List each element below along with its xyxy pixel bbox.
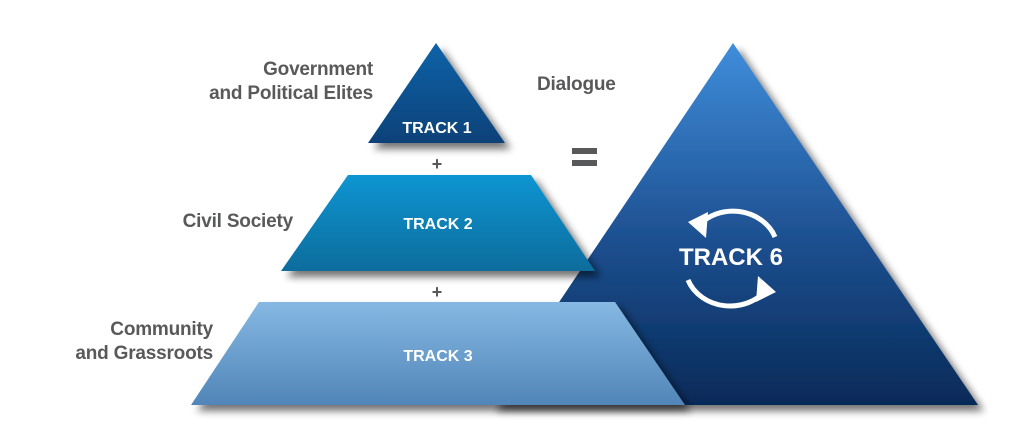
track2-trapezoid bbox=[281, 175, 595, 271]
equals-sign bbox=[572, 148, 597, 166]
dialogue-label: Dialogue bbox=[537, 74, 616, 95]
track1-label: TRACK 1 bbox=[402, 120, 471, 137]
track1-triangle bbox=[368, 43, 505, 143]
plus-sign-2: + bbox=[432, 282, 443, 302]
cycle-arrowhead-bottom bbox=[756, 276, 776, 302]
plus-sign-1: + bbox=[432, 154, 443, 174]
group-label-civil-society: Civil Society bbox=[182, 211, 294, 232]
track3-label: TRACK 3 bbox=[403, 348, 472, 365]
group-label-government: Government and Political Elites bbox=[209, 59, 373, 104]
track3-trapezoid bbox=[191, 302, 685, 405]
track2-label: TRACK 2 bbox=[403, 216, 472, 233]
cycle-arrowhead-top bbox=[688, 212, 708, 238]
track6-label: TRACK 6 bbox=[679, 244, 783, 271]
group-label-community: Community and Grassroots bbox=[75, 319, 213, 364]
